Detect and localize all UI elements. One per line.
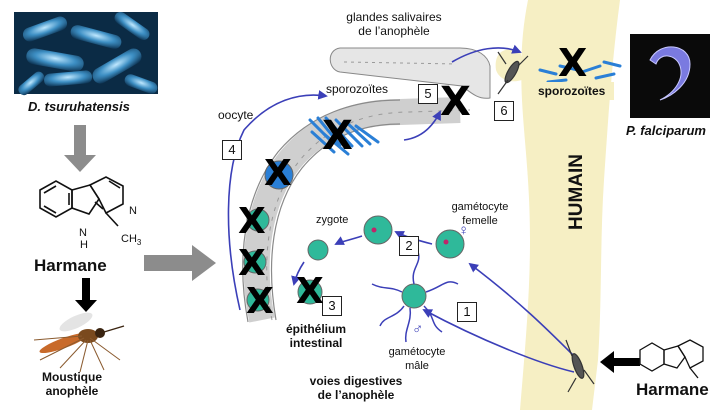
mosquito-label: Moustique anophèle bbox=[42, 370, 102, 398]
x-mark-epithelium: X bbox=[296, 271, 324, 312]
harmane-molecule-icon bbox=[39, 176, 124, 227]
sporozoites-label-bg bbox=[536, 82, 614, 100]
step-3-box: 3 bbox=[322, 296, 342, 316]
salivary-glands-label: glandes salivaires de l’anophèle bbox=[346, 10, 442, 38]
step-4-box: 4 bbox=[222, 140, 242, 160]
bacteria-rods bbox=[18, 11, 158, 96]
female-symbol: ♀ bbox=[458, 222, 470, 239]
plasmodium-shape bbox=[649, 46, 691, 101]
skin-sporozoites bbox=[538, 60, 622, 84]
oocyst-cells bbox=[243, 160, 323, 312]
harmane-bottom-label: Harmane bbox=[636, 380, 709, 399]
salivary-glands bbox=[329, 47, 491, 99]
mosquito-icon bbox=[33, 312, 125, 373]
male-flagella bbox=[371, 251, 459, 343]
sporozoites-mid-label: sporozoïtes bbox=[326, 82, 389, 96]
harmane-molecule-bottom bbox=[639, 339, 704, 379]
x-mark-oocyst-3: X bbox=[246, 281, 274, 322]
digestive-tract-label: voies digestives de l’anophèle bbox=[309, 374, 403, 402]
gametocytes bbox=[307, 215, 465, 309]
nh-atom-label: N bbox=[79, 227, 87, 239]
black-arrow-left bbox=[600, 351, 640, 373]
bacteria-label: D. tsuruhatensis bbox=[28, 99, 130, 114]
human-arm bbox=[520, 0, 620, 410]
biting-mosquito-bottom bbox=[565, 339, 595, 393]
male-gametocyte-label: gamétocyte mâle bbox=[388, 346, 446, 372]
x-mark-oocyst-2: X bbox=[238, 243, 266, 284]
zygote-label: zygote bbox=[316, 214, 349, 226]
oocyte-label: oocyte bbox=[218, 108, 254, 122]
step-1-box: 1 bbox=[457, 302, 477, 322]
ch3-label: CH3 bbox=[121, 233, 142, 248]
step-2-box: 2 bbox=[399, 236, 419, 256]
female-gametocyte-label: gamétocyte femelle bbox=[451, 201, 509, 227]
sporozoite-bundle bbox=[308, 116, 380, 156]
x-mark-oocyst-1: X bbox=[238, 201, 266, 242]
n-atom-label: N bbox=[129, 205, 137, 217]
gray-arrow-down bbox=[64, 125, 96, 172]
black-arrow-down bbox=[75, 278, 97, 312]
harmane-label: Harmane bbox=[34, 256, 107, 275]
step-5-box: 5 bbox=[418, 84, 438, 104]
sporozoites-right-label: sporozoïtes bbox=[538, 84, 606, 98]
human-hand bbox=[495, 49, 526, 82]
x-mark-skin-sporozoites: X bbox=[558, 41, 588, 85]
gray-arrow-right bbox=[144, 245, 216, 281]
pfalciparum-label: P. falciparum bbox=[626, 123, 706, 138]
cycle-arrows bbox=[227, 44, 575, 373]
human-label: HUMAIN bbox=[566, 154, 587, 230]
x-mark-sporozoites-mid: X bbox=[322, 113, 353, 159]
step-6-box: 6 bbox=[494, 101, 514, 121]
male-symbol: ♂ bbox=[412, 321, 424, 338]
epithelium-label: épithélium intestinal bbox=[285, 322, 346, 350]
x-mark-salivary: X bbox=[440, 79, 471, 125]
h-atom-label: H bbox=[80, 239, 88, 251]
biting-mosquito-top bbox=[497, 51, 529, 95]
x-mark-oocyst-top: X bbox=[264, 153, 292, 194]
